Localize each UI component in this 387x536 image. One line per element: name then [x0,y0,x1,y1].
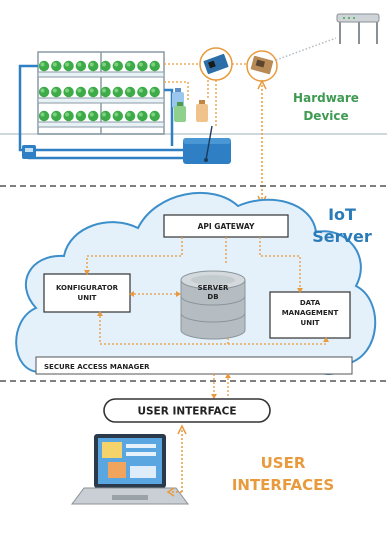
plant-leaf-icon [38,110,50,122]
wifi-module-icon [246,50,278,82]
plant-leaf-icon [137,110,148,122]
plant-leaf-highlight [65,88,70,93]
plant-leaf-highlight [126,112,131,117]
plant-leaf-icon [124,60,136,72]
plant-leaf-icon [149,110,160,122]
plant-leaf-icon [112,86,124,98]
konfigurator-label-line2: UNIT [78,294,97,302]
iot-server-title-line2: Server [312,227,372,246]
server-db-label-line2: DB [207,293,218,301]
plant-leaf-highlight [102,112,106,117]
hardware-layer-title-line2: Device [303,109,348,123]
data-mgmt-label-line3: UNIT [301,319,320,327]
plant-leaf-icon [100,110,111,122]
plant-leaf-icon [137,86,148,98]
data-mgmt-label-line1: DATA [300,299,321,307]
plant-leaf-highlight [102,62,106,67]
router-icon [336,13,380,44]
plant-leaf-highlight [77,112,82,117]
plant-leaf-icon [38,86,50,98]
plant-leaf-icon [63,110,74,122]
plant-leaf-highlight [40,88,45,93]
plant-leaf-icon [112,110,124,122]
laptop-icon [71,434,189,505]
plant-leaf-highlight [77,62,82,67]
water-pipe [18,64,183,160]
plant-leaf-highlight [65,62,70,67]
plant-leaf-highlight [52,62,57,67]
plant-leaf-highlight [138,88,143,93]
plant-leaf-icon [51,86,62,98]
plant-leaf-highlight [114,112,119,117]
plant-leaf-icon [51,60,62,72]
plant-leaf-highlight [126,88,131,93]
plant-leaf-highlight [40,112,45,117]
api-gateway-label: API GATEWAY [198,222,255,231]
user-interface-box [103,398,271,423]
plant-leaf-highlight [65,112,70,117]
microcontroller-board-icon [199,47,233,81]
user-interfaces-title-line1: USER [261,454,306,472]
plant-leaf-icon [63,86,74,98]
nutrient-bottles-icon [172,88,208,122]
plant-leaf-highlight [114,88,119,93]
plant-leaf-icon [88,60,99,72]
plant-leaf-icon [112,60,124,72]
secure-access-manager-bar [35,356,353,375]
iot-server-title-line1: IoT [328,205,356,224]
server-db-label-line1: SERVER [198,284,229,292]
plant-leaf-icon [75,110,87,122]
sensor-links [164,63,247,126]
plant-leaf-highlight [40,62,45,67]
hydroponic-rack-icon [37,51,165,135]
plant-leaf-icon [88,110,99,122]
user-interface-label: USER INTERFACE [137,406,236,418]
plant-leaf-icon [63,60,74,72]
plant-leaf-icon [88,86,99,98]
hardware-layer: Hardware Device [0,13,387,206]
data-mgmt-label-line2: MANAGEMENT [282,309,339,317]
plant-leaf-icon [75,60,87,72]
plant-leaf-highlight [89,88,94,93]
plant-leaf-icon [75,86,87,98]
plant-leaf-highlight [102,88,106,93]
plant-leaf-icon [38,60,50,72]
water-tank-icon [183,125,231,164]
pump-icon [22,145,36,159]
server-db-icon [180,270,246,340]
plant-leaf-icon [149,86,160,98]
plant-leaf-icon [124,110,136,122]
user-interface-layer: USER INTERFACE USER INTERFACES [71,398,334,505]
plant-leaf-icon [124,86,136,98]
hardware-layer-title-line1: Hardware [293,91,359,105]
plant-leaf-icon [149,60,160,72]
data-management-unit-box [269,291,351,339]
plant-leaf-highlight [77,88,82,93]
plant-leaf-highlight [114,62,119,67]
plant-leaf-highlight [89,62,94,67]
secure-access-label: SECURE ACCESS MANAGER [44,363,150,371]
plant-leaf-icon [100,86,111,98]
plant-leaf-icon [100,60,111,72]
konfigurator-label-line1: KONFIGURATOR [56,284,119,292]
plant-leaf-highlight [52,88,57,93]
wireless-link [275,37,337,61]
user-interfaces-title-line2: INTERFACES [232,476,334,494]
plant-leaf-highlight [126,62,131,67]
plant-leaf-highlight [151,62,156,67]
plant-leaf-highlight [138,62,143,67]
plant-leaf-highlight [151,88,156,93]
konfigurator-unit-box [43,273,131,313]
plant-leaf-highlight [52,112,57,117]
iot-server-layer: IoT Server API GATEWAY KONFIGURATOR UNIT… [15,192,377,399]
plant-leaf-highlight [89,112,94,117]
plant-leaf-highlight [151,112,156,117]
plant-leaf-highlight [138,112,143,117]
plant-leaf-icon [137,60,148,72]
plant-leaf-icon [51,110,62,122]
